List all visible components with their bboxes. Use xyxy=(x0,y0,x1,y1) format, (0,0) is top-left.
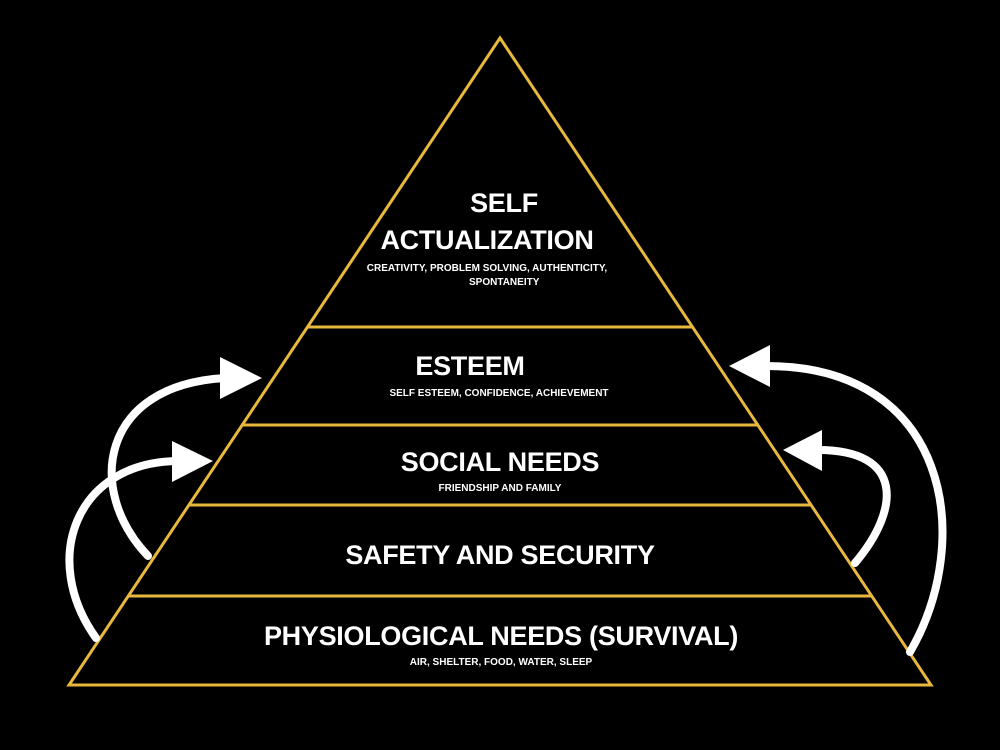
tier-physiological-needs: PHYSIOLOGICAL NEEDS (SURVIVAL) AIR, SHEL… xyxy=(264,621,738,668)
arrow-head-left-outer xyxy=(220,357,262,399)
arrow-curve-right-outer xyxy=(761,361,947,656)
tier-title-self-line2: ACTUALIZATION xyxy=(380,225,593,255)
tier-subtitle-esteem: SELF ESTEEM, CONFIDENCE, ACHIEVEMENT xyxy=(389,388,608,399)
tier-subtitle-self-line1: CREATIVITY, PROBLEM SOLVING, AUTHENTICIT… xyxy=(367,263,608,274)
arrow-head-right-inner xyxy=(783,430,822,471)
tier-title-social: SOCIAL NEEDS xyxy=(401,447,599,477)
arrow-head-left-inner xyxy=(172,441,213,482)
arrow-left-inner xyxy=(65,441,213,642)
tier-self-actualization: SELF ACTUALIZATION CREATIVITY, PROBLEM S… xyxy=(367,188,608,288)
tier-safety-and-security: SAFETY AND SECURITY xyxy=(345,540,655,570)
tier-subtitle-social: FRIENDSHIP AND FAMILY xyxy=(439,483,562,494)
arrow-curve-left-inner xyxy=(65,457,182,642)
tier-subtitle-physiological: AIR, SHELTER, FOOD, WATER, SLEEP xyxy=(410,657,593,668)
arrow-right-inner xyxy=(783,430,891,567)
tier-title-safety: SAFETY AND SECURITY xyxy=(345,540,655,570)
tier-title-physiological: PHYSIOLOGICAL NEEDS (SURVIVAL) xyxy=(264,621,738,651)
tier-subtitle-self-line2: SPONTANEITY xyxy=(469,277,540,288)
arrow-curve-left-outer xyxy=(107,374,229,560)
arrow-curve-right-inner xyxy=(814,446,891,567)
arrow-left-outer xyxy=(107,357,262,560)
tier-esteem: ESTEEM SELF ESTEEM, CONFIDENCE, ACHIEVEM… xyxy=(389,351,608,399)
tier-social-needs: SOCIAL NEEDS FRIENDSHIP AND FAMILY xyxy=(401,447,600,494)
tier-title-esteem: ESTEEM xyxy=(415,351,524,381)
pyramid-outline xyxy=(66,35,934,687)
arrow-right-outer xyxy=(729,345,947,656)
arrow-head-right-outer xyxy=(729,345,770,387)
tier-title-self-line1: SELF xyxy=(470,188,538,218)
